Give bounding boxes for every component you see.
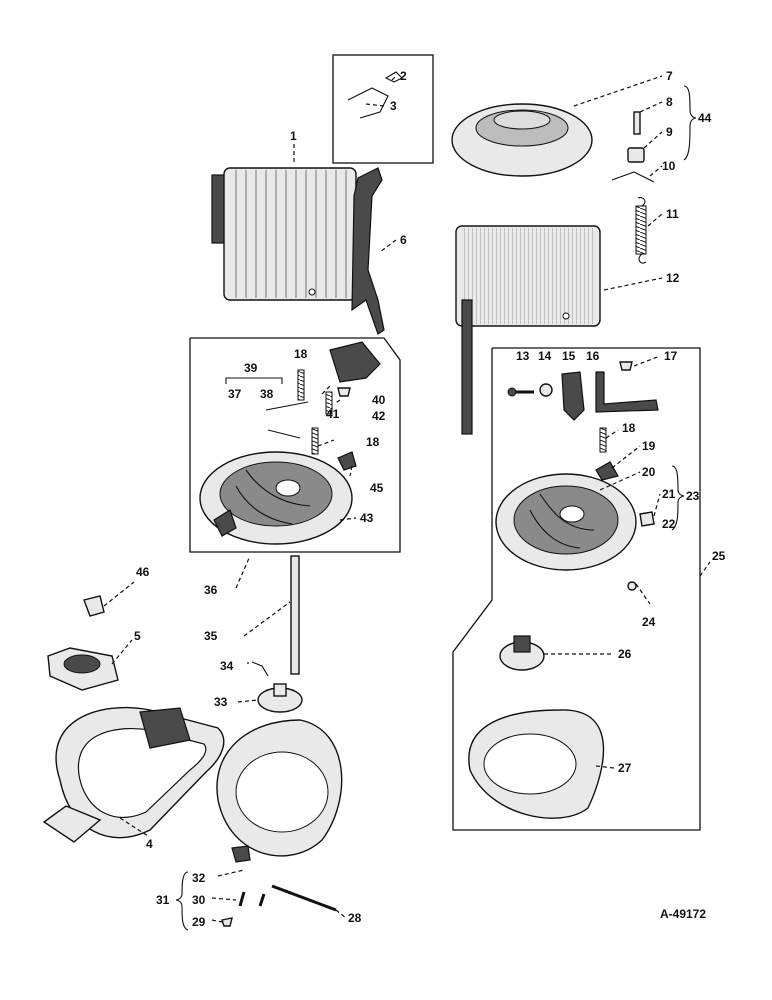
arm-part-19 [595, 461, 619, 481]
bolt-part [507, 387, 534, 397]
callout-23: 23 [686, 489, 700, 503]
callout-44: 44 [698, 111, 712, 125]
callout-2: 2 [400, 69, 407, 83]
callout-3: 3 [390, 99, 397, 113]
spring-part-41 [311, 427, 319, 455]
callout-9: 9 [666, 125, 673, 139]
callout-38: 38 [260, 387, 274, 401]
gasket-ring-left [216, 719, 343, 863]
callout-37: 37 [228, 387, 242, 401]
callout-11: 11 [666, 207, 679, 221]
brace-23 [671, 465, 685, 531]
callout-35: 35 [204, 629, 218, 643]
breaker-plate-left [199, 451, 353, 545]
figure-number: A-49172 [660, 907, 706, 921]
screw-part-29 [221, 917, 233, 927]
callout-31: 31 [156, 893, 170, 907]
spring-part-18-left [297, 369, 305, 401]
callout-4: 4 [146, 837, 153, 851]
wire-part-34 [251, 661, 269, 677]
leader-lines [103, 75, 711, 923]
contact-arm-b [267, 429, 301, 439]
callout-36: 36 [204, 583, 218, 597]
breaker-plate-right [495, 473, 637, 571]
mounting-frame [42, 706, 225, 843]
housing-cylinder [211, 167, 357, 301]
screw-part-17 [619, 361, 633, 371]
callout-28: 28 [348, 911, 362, 925]
pin-part-30 [238, 891, 246, 907]
callout-43: 43 [360, 511, 374, 525]
callout-6: 6 [400, 233, 407, 247]
callout-18-left-a: 18 [294, 347, 308, 361]
callout-34: 34 [220, 659, 234, 673]
callout-32: 32 [192, 871, 206, 885]
brace-44 [683, 85, 697, 161]
bracket-part [595, 371, 659, 413]
callout-39: 39 [244, 361, 258, 375]
screw-part-42 [337, 387, 351, 397]
cap-nut [627, 147, 645, 163]
callout-30: 30 [192, 893, 206, 907]
subassembly-box-right [452, 347, 701, 831]
rod-part-28 [271, 884, 337, 912]
shaft-part-35 [290, 555, 300, 675]
distributor-body [455, 225, 601, 435]
callout-5: 5 [134, 629, 141, 643]
spring-part-18-left-b [325, 391, 333, 415]
callout-45: 45 [370, 481, 384, 495]
clip-part-46 [83, 595, 105, 617]
terminal-block [561, 371, 585, 421]
callout-16: 16 [586, 349, 600, 363]
rotor-part-5 [47, 647, 119, 691]
pin-part-24 [627, 581, 637, 591]
callout-42: 42 [372, 409, 386, 423]
cover-cap [451, 103, 593, 177]
callout-7: 7 [666, 69, 673, 83]
callout-40: 40 [372, 393, 386, 407]
tension-spring [635, 197, 647, 264]
callout-33: 33 [214, 695, 228, 709]
clamp-lever [351, 167, 385, 335]
callout-1: 1 [290, 129, 297, 143]
callout-27: 27 [618, 761, 632, 775]
subassembly-box-left [189, 337, 401, 553]
callout-19: 19 [642, 439, 656, 453]
callout-26: 26 [618, 647, 632, 661]
brace-39 [225, 377, 283, 384]
callout-20: 20 [642, 465, 656, 479]
cam-part-33 [257, 683, 303, 713]
callout-29: 29 [192, 915, 206, 929]
callout-14: 14 [538, 349, 552, 363]
condenser-part [329, 341, 381, 383]
contact-arm [265, 401, 309, 411]
callout-41: 41 [326, 407, 340, 421]
callout-18-right: 18 [622, 421, 636, 435]
brace-31 [175, 871, 189, 931]
cam-part [499, 635, 545, 671]
callout-25: 25 [712, 549, 726, 563]
callout-46: 46 [136, 565, 150, 579]
inset-box-latch [332, 54, 434, 164]
latch-spring [347, 71, 403, 119]
washer-part [539, 383, 553, 397]
callout-18-left-b: 18 [366, 435, 380, 449]
callout-12: 12 [666, 271, 680, 285]
pin-part-30b [258, 893, 266, 907]
gasket-ring-right [468, 709, 605, 819]
spring-clip [611, 171, 655, 183]
callout-15: 15 [562, 349, 576, 363]
callout-13: 13 [516, 349, 530, 363]
cam-follower-45 [337, 451, 357, 471]
callout-24: 24 [642, 615, 656, 629]
callout-8: 8 [666, 95, 673, 109]
callout-10: 10 [662, 159, 676, 173]
screw-part [633, 111, 641, 135]
callout-22: 22 [662, 517, 676, 531]
contact-point [639, 511, 655, 527]
callout-17: 17 [664, 349, 678, 363]
callout-21: 21 [662, 487, 676, 501]
spring-part-18 [599, 427, 607, 453]
